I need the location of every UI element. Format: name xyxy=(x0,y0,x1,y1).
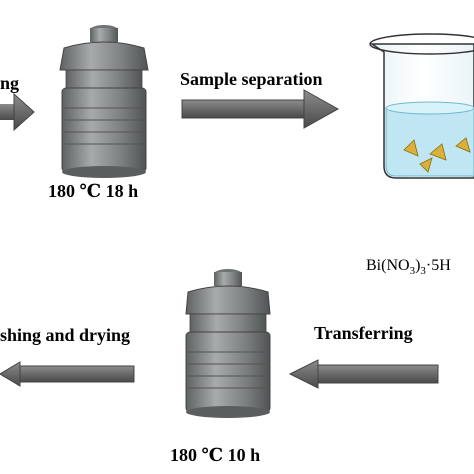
reagent-suffix: ·5H xyxy=(425,257,451,274)
label-temp-bottom: 180 ℃ 10 h xyxy=(170,445,261,465)
label-sample-separation: Sample separation xyxy=(180,69,323,89)
reagent-mid: ) xyxy=(415,257,421,274)
label-temp-top: 180 ℃ 18 h xyxy=(48,181,139,201)
arrow-top-left xyxy=(0,92,35,132)
label-washing: shing and drying xyxy=(0,325,131,345)
reagent-prefix: Bi(NO xyxy=(366,257,410,274)
label-top-left-fragment: ng xyxy=(0,73,20,93)
arrow-sample-separation xyxy=(181,89,340,129)
reagent-sub: 3 xyxy=(409,265,416,278)
label-reagent: Bi(NO3)3·5H xyxy=(366,258,451,277)
arrow-washing xyxy=(0,361,135,387)
beaker xyxy=(369,33,474,179)
label-transferring: Transferring xyxy=(314,323,413,343)
autoclave-bottom xyxy=(185,269,271,418)
autoclave-top xyxy=(59,25,149,178)
arrow-transferring xyxy=(288,359,439,389)
reagent-sub2: 3 xyxy=(420,265,426,278)
